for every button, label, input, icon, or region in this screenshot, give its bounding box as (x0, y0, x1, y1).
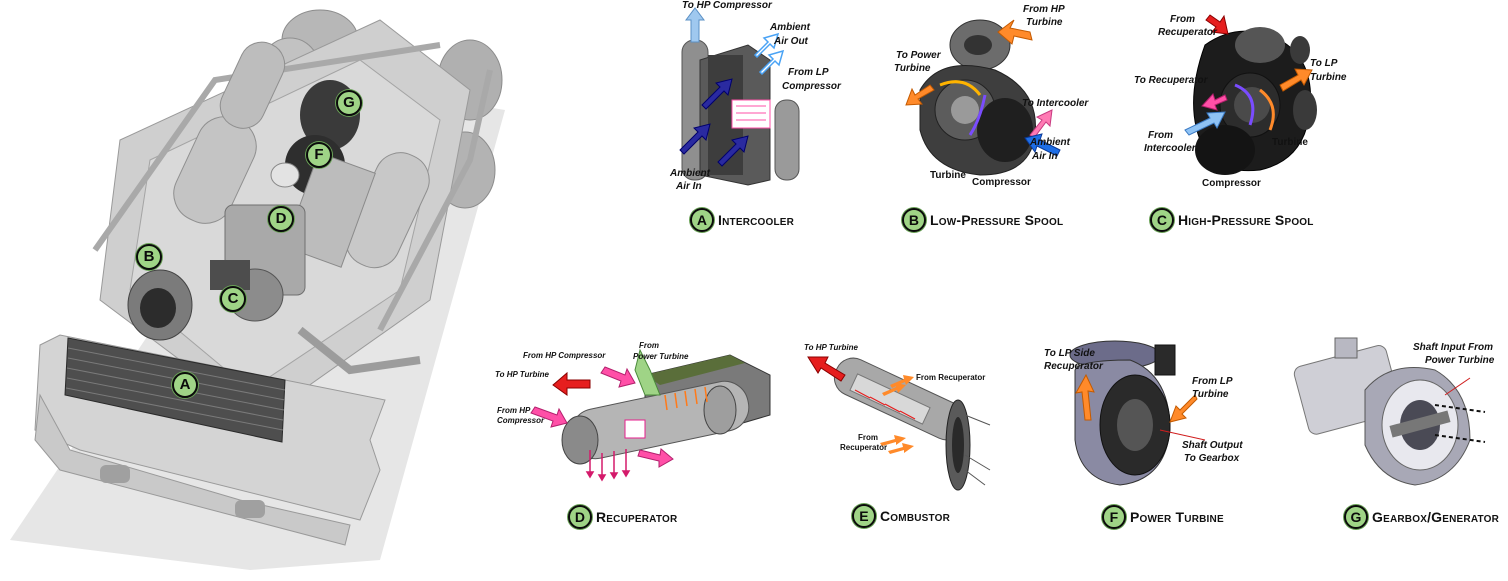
lp-label-to-power-turbine-1: To Power (896, 50, 941, 61)
combustor-label-from-recuperator-2: Recuperator (840, 443, 888, 452)
recup-label-from-hp-compressor-top: From HP Compressor (523, 351, 606, 360)
vehicle-render: A B C D F G (0, 0, 520, 581)
pt-label-shaft-output-2: To Gearbox (1184, 453, 1240, 464)
recuperator-illustration (530, 348, 771, 482)
intercooler-label-to-hp-compressor: To HP Compressor (682, 0, 772, 11)
lp-label-to-power-turbine-2: Turbine (894, 63, 931, 74)
caption-badge-b: B (902, 208, 926, 232)
lp-spool-panel: From HP Turbine To Power Turbine To Inte… (880, 0, 1100, 200)
intercooler-label-ambient-air-in-1: Ambient (670, 168, 710, 179)
caption-badge-e: E (852, 504, 876, 528)
hp-label-to-recuperator: To Recuperator (1134, 75, 1208, 86)
vehicle-badge-c: C (220, 286, 246, 312)
vehicle-badge-d: D (268, 206, 294, 232)
intercooler-label-ambient-air-out-1: Ambient (770, 22, 810, 33)
recup-label-from-power-turbine-1: From (639, 341, 659, 350)
hp-label-to-lp-turbine-1: To LP (1310, 58, 1338, 69)
pt-label-to-lp-side-1: To LP Side (1044, 348, 1095, 359)
recup-label-from-hp-compressor-2: Compressor (497, 416, 545, 425)
lp-label-from-hp-turbine-2: Turbine (1026, 17, 1063, 28)
intercooler-label-from-lp-compressor-1: From LP (788, 67, 829, 78)
gearbox-panel: Shaft Input From Power Turbine (1293, 330, 1508, 495)
vehicle-badge-g: G (336, 90, 362, 116)
caption-text-combustor: Combustor (880, 508, 951, 524)
power-turbine-panel: To LP Side Recuperator From LP Turbine S… (1030, 330, 1260, 490)
caption-recuperator: D Recuperator (568, 505, 677, 529)
pt-label-from-lp-turbine-1: From LP (1192, 376, 1233, 387)
hp-label-compressor: Compressor (1202, 178, 1261, 189)
recup-label-to-hp-turbine: To HP Turbine (495, 370, 549, 379)
hp-label-turbine: Turbine (1272, 137, 1308, 148)
hp-label-from-intercooler-2: Intercooler (1144, 143, 1196, 154)
caption-text-power-turbine: Power Turbine (1130, 509, 1224, 525)
lp-spool-illustration (905, 19, 1061, 176)
caption-text-recuperator: Recuperator (596, 509, 678, 525)
caption-badge-a: A (690, 208, 714, 232)
recup-label-from-power-turbine-2: Power Turbine (633, 352, 689, 361)
combustor-illustration (807, 356, 991, 491)
caption-badge-d: D (568, 505, 592, 529)
pt-label-shaft-output-1: Shaft Output (1182, 440, 1243, 451)
lp-label-compressor: Compressor (972, 177, 1031, 188)
vehicle-chassis-illustration (10, 9, 505, 570)
lp-label-from-hp-turbine-1: From HP (1023, 4, 1065, 15)
hp-label-from-recuperator-2: Recuperator (1158, 27, 1217, 38)
lp-label-to-intercooler: To Intercooler (1022, 98, 1089, 109)
caption-text-intercooler: Intercooler (718, 212, 795, 228)
intercooler-label-ambient-air-in-2: Air In (676, 181, 702, 192)
pt-label-to-lp-side-2: Recuperator (1044, 361, 1103, 372)
hp-spool-illustration (1184, 14, 1317, 175)
vehicle-badge-a: A (172, 372, 198, 398)
power-turbine-illustration (1069, 340, 1206, 486)
caption-text-lp-spool: Low-Pressure Spool (930, 212, 1064, 228)
vehicle-badge-f: F (306, 142, 332, 168)
intercooler-label-from-lp-compressor-2: Compressor (782, 81, 841, 92)
caption-hp-spool: C High-Pressure Spool (1150, 208, 1314, 232)
caption-text-gearbox: Gearbox/Generator (1372, 509, 1500, 525)
hp-label-to-lp-turbine-2: Turbine (1310, 72, 1347, 83)
caption-lp-spool: B Low-Pressure Spool (902, 208, 1063, 232)
intercooler-label-ambient-air-out-2: Air Out (774, 36, 808, 47)
caption-gearbox: G Gearbox/Generator (1344, 505, 1499, 529)
lp-label-ambient-air-in-2: Air In (1032, 151, 1058, 162)
gearbox-illustration (1293, 337, 1486, 486)
hp-label-from-intercooler-1: From (1148, 130, 1173, 141)
caption-intercooler: A Intercooler (690, 208, 794, 232)
gearbox-label-shaft-input-2: Power Turbine (1425, 355, 1495, 366)
caption-badge-c: C (1150, 208, 1174, 232)
combustor-label-from-recuperator-1: From (858, 433, 878, 442)
recup-label-from-hp-compressor-1: From HP (497, 406, 531, 415)
combustor-label-from-recuperator-top: From Recuperator (916, 373, 986, 382)
caption-text-hp-spool: High-Pressure Spool (1178, 212, 1314, 228)
combustor-panel: To HP Turbine From Recuperator From Recu… (800, 335, 1000, 495)
hp-label-from-recuperator-1: From (1170, 14, 1195, 25)
gearbox-label-shaft-input-1: Shaft Input From (1413, 342, 1493, 353)
lp-label-ambient-air-in-1: Ambient (1030, 137, 1070, 148)
intercooler-illustration (679, 7, 800, 186)
lp-label-turbine: Turbine (930, 170, 966, 181)
pt-label-from-lp-turbine-2: Turbine (1192, 389, 1229, 400)
hp-spool-panel: From Recuperator To LP Turbine To Recupe… (1134, 0, 1350, 200)
combustor-label-to-hp-turbine: To HP Turbine (804, 343, 858, 352)
caption-combustor: E Combustor (852, 504, 950, 528)
vehicle-badge-b: B (136, 244, 162, 270)
caption-badge-g: G (1344, 505, 1368, 529)
recuperator-panel: From HP Compressor From Power Turbine To… (495, 335, 785, 485)
intercooler-panel: To HP Compressor Ambient Air Out From LP… (660, 0, 850, 240)
caption-badge-f: F (1102, 505, 1126, 529)
caption-power-turbine: F Power Turbine (1102, 505, 1224, 529)
